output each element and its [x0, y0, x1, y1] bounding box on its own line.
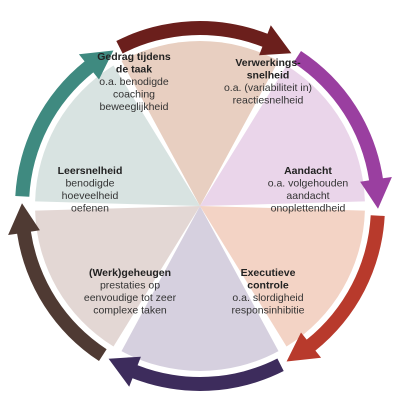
segment-text: hoeveelheid	[62, 190, 119, 202]
segment-text: o.a. volgehouden	[268, 178, 349, 190]
segment-title: Leersnelheid	[58, 165, 123, 177]
segment-title: Aandacht	[284, 165, 332, 177]
arrow-aandacht	[293, 51, 392, 209]
segment-title: (Werk)geheugen	[89, 267, 171, 279]
sector-leersnelheid	[35, 206, 200, 347]
arrow-werkgeheugen	[108, 356, 284, 391]
segment-title: Executieve	[241, 267, 296, 279]
segment-text: reactiesnelheid	[233, 95, 304, 107]
segment-text: benodigde	[65, 178, 114, 190]
segment-title: de taak	[116, 63, 152, 75]
arrow-executieve	[286, 215, 385, 362]
segment-text: oefenen	[71, 203, 109, 215]
segment-text: beweeglijkheid	[100, 101, 169, 113]
segment-title: Gedrag tijdens	[97, 51, 171, 63]
sector-verwerkingssnelheid	[121, 41, 279, 207]
segment-text: o.a. benodigde	[99, 76, 169, 88]
sector-group	[35, 41, 365, 371]
arrow-leersnelheid	[8, 203, 107, 361]
segment-text: prestaties op	[100, 280, 160, 292]
segment-text: eenvoudige tot zeer	[84, 292, 177, 304]
arrow-verwerkingssnelheid	[116, 21, 292, 56]
segment-text: complexe taken	[93, 305, 167, 317]
sector-executieve	[200, 206, 365, 347]
segment-text: coaching	[113, 88, 155, 100]
segment-text: aandacht	[286, 190, 329, 202]
sector-werkgeheugen	[121, 206, 279, 371]
segment-text: o.a. (variabiliteit in)	[224, 82, 312, 94]
sector-aandacht	[200, 65, 365, 206]
segment-text: o.a. slordigheid	[232, 292, 303, 304]
sector-gedrag	[35, 65, 200, 206]
segment-title: snelheid	[247, 70, 290, 82]
arrow-group	[8, 21, 392, 391]
segment-text: responsinhibitie	[232, 305, 305, 317]
arrow-gedrag	[15, 50, 114, 197]
segment-title: controle	[247, 280, 289, 292]
segment-title: Verwerkings-	[235, 57, 301, 69]
segment-text: onoplettendheid	[271, 203, 346, 215]
